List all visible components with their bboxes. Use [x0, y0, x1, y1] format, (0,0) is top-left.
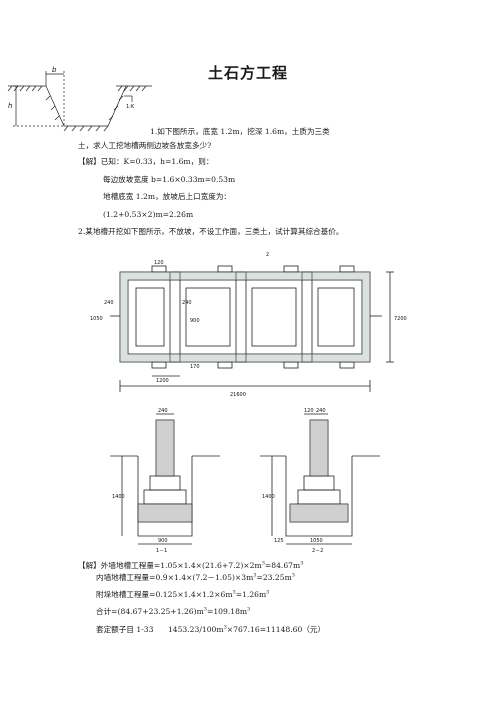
s2-dim-240: 240 — [316, 408, 326, 414]
section-1-1-figure: 240 1400 900 1－1 — [110, 408, 220, 554]
label-b: b — [52, 66, 57, 74]
trench-slope-figure: b h 1:K — [7, 66, 152, 132]
s1-dim-240: 240 — [158, 408, 168, 414]
dim-7200: 7200 — [394, 316, 407, 322]
dim-240-a: 240 — [104, 300, 114, 306]
q2-ext-line: 【解】外墙地槽工程量=1.05×1.4×(21.6+7.2)×2m3=84.67… — [78, 560, 304, 570]
dim-240-b: 240 — [182, 300, 192, 306]
s2-dim-120: 120 — [304, 408, 314, 414]
q1-calc2: 地槽底宽 1.2m，放坡后上口宽度为： — [103, 192, 232, 201]
q1-solution-intro: 【解】已知：K=0.33，h=1.6m，则： — [78, 157, 214, 166]
label-h: h — [8, 102, 12, 110]
s1-dim-1400: 1400 — [112, 494, 125, 500]
label-k: 1:K — [126, 104, 135, 110]
s1-label: 1－1 — [156, 548, 167, 554]
page-title: 土石方工程 — [207, 64, 288, 82]
section-2-2-figure: 120 240 1400 125 1050 2－2 — [260, 408, 380, 554]
dim-1200: 1200 — [156, 378, 169, 384]
dim-21600: 21600 — [230, 392, 246, 398]
s2-dim-125: 125 — [274, 538, 284, 544]
dim-120: 120 — [154, 260, 164, 266]
s2-label: 2－2 — [312, 548, 323, 554]
section-mark-2: 2 — [266, 252, 269, 258]
trench-plan-figure: 1050 240 240 900 120 170 1200 21600 7200… — [90, 252, 407, 398]
dim-170: 170 — [190, 364, 200, 370]
q2-line1: 2.某地槽开挖如下图所示，不放坡，不设工作面，三类土，试计算其综合基价。 — [78, 227, 344, 236]
s2-dim-1050: 1050 — [310, 538, 323, 544]
q2-int-line: 内墙地槽工程量=0.9×1.4×(7.2－1.05)×3m3=23.25m3 — [96, 572, 295, 582]
q2-att-line: 附垛地槽工程量=0.125×1.4×1.2×6m3=1.26m3 — [96, 589, 270, 599]
dim-900: 900 — [190, 318, 200, 324]
dim-1050: 1050 — [90, 316, 103, 322]
q2-total-line: 合计=(84.67+23.25+1.26)m3=109.18m3 — [96, 606, 251, 616]
q2-quota-line: 套定额子目 1-33 1453.23/100m3×767.16=11148.60… — [96, 624, 326, 634]
q1-line1: 1.如下图所示，底宽 1.2m，挖深 1.6m，土质为三类 — [150, 127, 330, 136]
q1-calc1: 每边放坡宽度 b=1.6×0.33m=0.53m — [103, 175, 236, 184]
s1-dim-900: 900 — [158, 538, 168, 544]
q1-calc3: (1.2+0.53×2)m=2.26m — [103, 210, 194, 219]
q1-line2: 土，求人工挖地槽两侧边坡各放宽多少? — [78, 141, 212, 150]
s2-dim-1400: 1400 — [262, 494, 275, 500]
